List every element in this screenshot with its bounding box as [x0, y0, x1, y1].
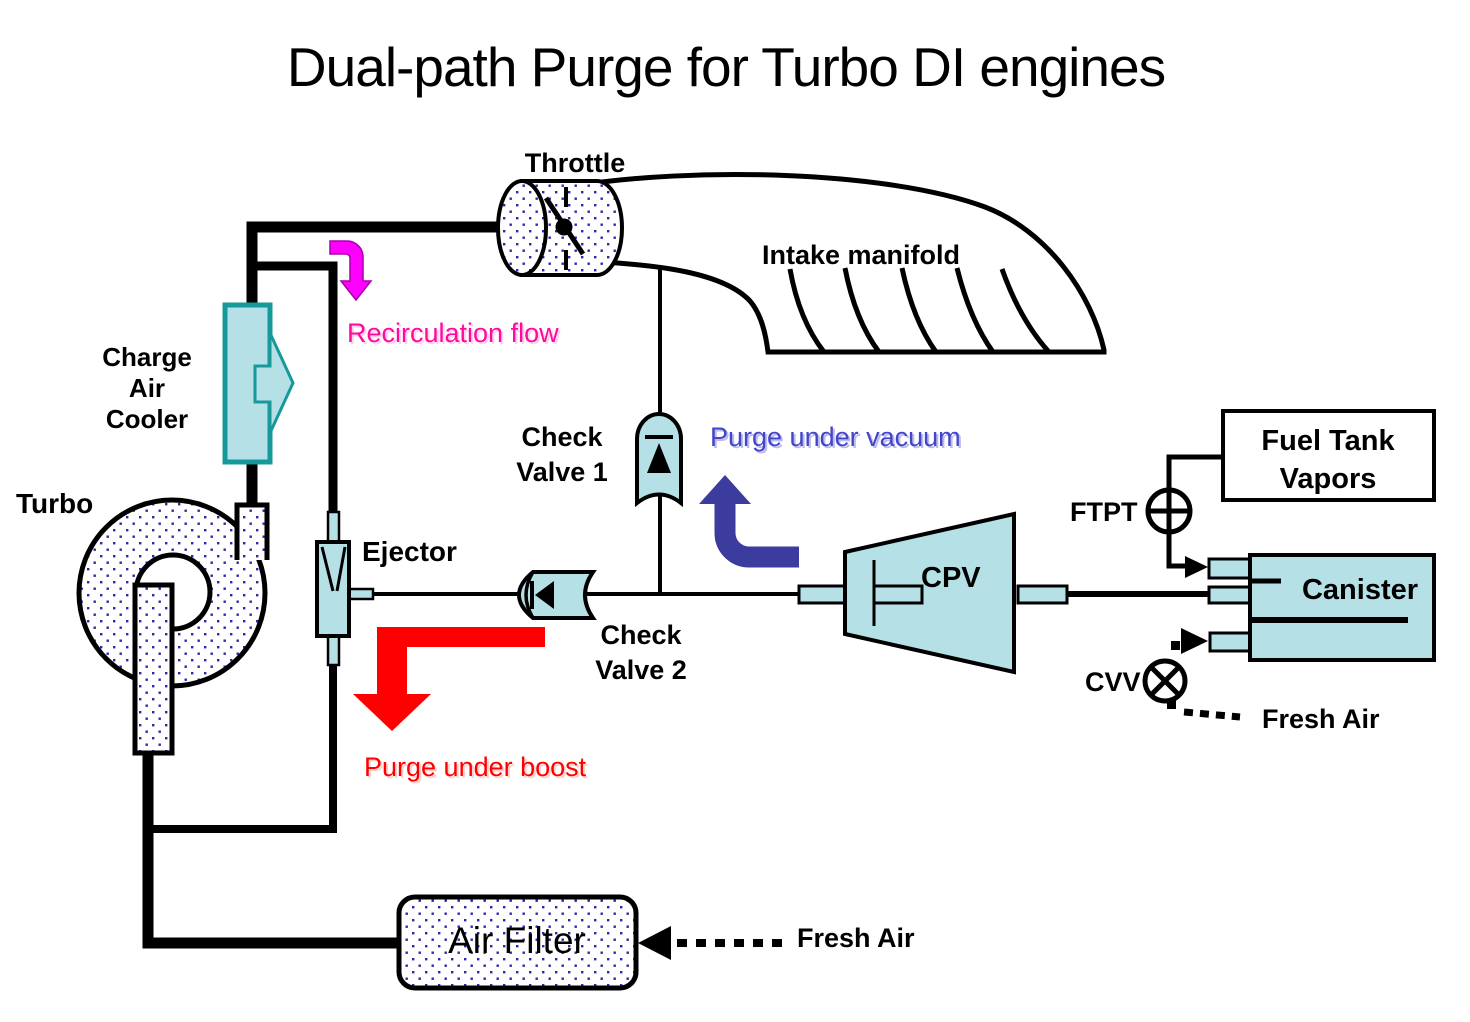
pipe-turbo-to-air-filter [142, 750, 400, 949]
air-pipes [142, 221, 500, 949]
canister-port-top [1207, 557, 1253, 580]
check-valve-1-arrow-icon [647, 443, 671, 473]
page-title: Dual-path Purge for Turbo DI engines [286, 36, 1166, 98]
intake-manifold-label: Intake manifold [761, 240, 961, 270]
check-valve-1-label: Check Valve 1 [516, 422, 608, 487]
turbo-inlet-stub [234, 502, 270, 560]
charge-air-cooler [222, 302, 295, 465]
cpv-label: CPV [921, 562, 981, 594]
recirculation-flow-label: Recirculation flow [347, 318, 559, 348]
turbo-label: Turbo [16, 488, 94, 519]
cvv-x-icon [1149, 665, 1181, 697]
air-filter [396, 894, 786, 991]
check-valve-2-label: Check Valve 2 [595, 620, 687, 685]
canister-label: Canister [1301, 574, 1419, 606]
air-filter-arrowhead [638, 926, 671, 960]
canister-body [1248, 553, 1436, 662]
intake-manifold [573, 172, 1107, 355]
ejector-valve [315, 510, 375, 667]
fuel-tank-vapors-box [1221, 409, 1436, 502]
intake-manifold-runners [787, 267, 1051, 354]
check-valve-1 [635, 412, 683, 508]
cvv-valve [1142, 628, 1241, 721]
fueltank-line-arrowhead [1185, 556, 1208, 578]
cpv-body [843, 511, 1016, 675]
cpv-outlet-port [1016, 584, 1069, 605]
check-valve-2 [517, 570, 597, 620]
throttle-label: Throttle [524, 148, 626, 178]
ejector-nozzle-cone [320, 546, 347, 592]
fuel-tank-vapors-label: Fuel Tank Vapors [1261, 425, 1395, 495]
cpv-valve [797, 511, 1069, 675]
purge-under-vacuum-label: Purge under vacuum [710, 422, 961, 452]
throttle-body [496, 179, 624, 277]
cpv-inlet-port [797, 584, 847, 605]
purge-under-boost-arrow-icon [353, 627, 545, 731]
ejector-suction-port [347, 587, 375, 601]
recirculation-flow-arrow-icon [329, 240, 373, 302]
cvv-arrowhead [1181, 628, 1208, 654]
ftpt-sensor [1145, 487, 1193, 535]
purge-under-boost-label: Purge under boost [364, 752, 587, 782]
fresh-air-dotted-line-right [1183, 708, 1241, 721]
cvv-label: CVV [1085, 667, 1141, 697]
pipe-throttle-to-cooler [246, 221, 500, 307]
cooler-flow-arrow-icon [253, 332, 295, 434]
fresh-air-bottom-label: Fresh Air [797, 923, 915, 953]
canister [1207, 553, 1436, 662]
air-filter-box [396, 894, 639, 991]
canister-port-bottom [1208, 631, 1253, 653]
air-filter-label: Air Filter [448, 920, 586, 961]
fresh-air-right-label: Fresh Air [1262, 704, 1380, 734]
throttle-pivot [555, 218, 573, 236]
pipe-recirculation-to-ejector [252, 261, 338, 514]
purge-under-vacuum-arrow-icon [699, 475, 799, 568]
charge-air-cooler-label: Charge Air Cooler [102, 342, 192, 434]
canister-port-middle [1207, 585, 1253, 605]
check-valve-2-arrow-icon [535, 581, 554, 609]
turbo-compressor [76, 497, 270, 756]
pipe-ejector-drain [152, 664, 337, 833]
ftpt-label: FTPT [1070, 497, 1138, 527]
turbo-outlet-tail [132, 582, 175, 756]
ejector-label: Ejector [362, 536, 457, 567]
